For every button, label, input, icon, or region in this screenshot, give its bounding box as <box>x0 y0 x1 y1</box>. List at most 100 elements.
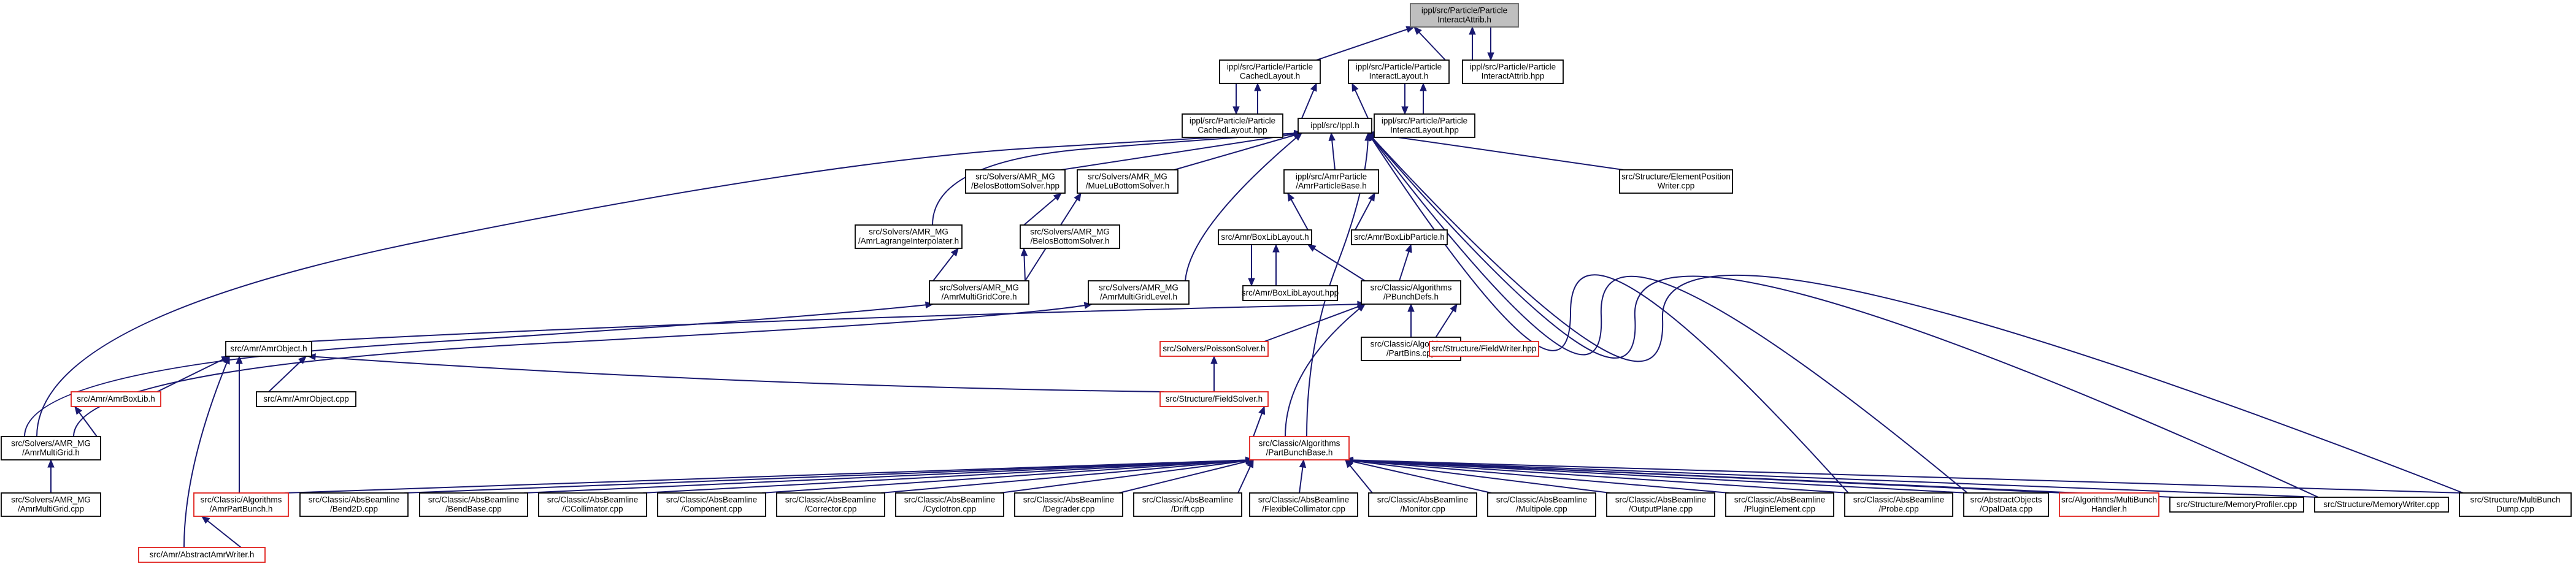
file-node-bend2d[interactable]: src/Classic/AbsBeamline/Bend2D.cpp <box>299 492 409 517</box>
file-node-belosbottom_h[interactable]: src/Solvers/AMR_MG/BelosBottomSolver.h <box>1020 224 1120 249</box>
node-label-line: src/Classic/AbsBeamline <box>1853 495 1945 505</box>
file-node-outputplane[interactable]: src/Classic/AbsBeamline/OutputPlane.cpp <box>1606 492 1715 517</box>
file-node-abstractamrwriter_h[interactable]: src/Amr/AbstractAmrWriter.h <box>138 547 266 563</box>
file-node-drift[interactable]: src/Classic/AbsBeamline/Drift.cpp <box>1133 492 1242 517</box>
file-node-amrboxlibparticle_h[interactable]: src/Amr/BoxLibParticle.h <box>1351 229 1448 245</box>
file-node-component[interactable]: src/Classic/AbsBeamline/Component.cpp <box>657 492 766 517</box>
file-node-opaldata[interactable]: src/AbstractObjects/OpalData.cpp <box>1963 492 2049 517</box>
file-node-amrparticlebase_h[interactable]: ippl/src/AmrParticle/AmrParticleBase.h <box>1283 169 1379 194</box>
file-node-fieldsolver_h[interactable]: src/Structure/FieldSolver.h <box>1159 391 1269 407</box>
file-node-memorywriter[interactable]: src/Structure/MemoryWriter.cpp <box>2314 497 2449 513</box>
file-node-ippl_h[interactable]: ippl/src/Ippl.h <box>1298 118 1372 134</box>
node-label-line: src/Classic/AbsBeamline <box>1734 495 1826 505</box>
file-node-amrpartbunch_h[interactable]: src/Classic/Algorithms/AmrPartBunch.h <box>193 492 289 517</box>
arrowhead <box>1356 304 1366 312</box>
node-label-line: /AmrParticleBase.h <box>1296 181 1367 191</box>
node-label-line: /AmrMultiGrid.cpp <box>18 505 84 514</box>
include-edge-abstractamrwriter_h-to-amrobject_h <box>183 355 230 548</box>
arrowhead <box>1210 355 1218 364</box>
node-label-line: /Drift.cpp <box>1171 505 1204 514</box>
file-node-pbunchdefs_h[interactable]: src/Classic/Algorithms/PBunchDefs.h <box>1361 280 1461 305</box>
node-layer: ippl/src/Particle/ParticleInteractAttrib… <box>1 3 2572 563</box>
node-label-line: src/Structure/MemoryProfiler.cpp <box>2177 500 2297 509</box>
file-node-bendbase[interactable]: src/Classic/AbsBeamline/BendBase.cpp <box>419 492 528 517</box>
node-label-line: src/Classic/AbsBeamline <box>1142 495 1234 505</box>
file-node-ccollimator[interactable]: src/Classic/AbsBeamline/CCollimator.cpp <box>538 492 647 517</box>
file-node-memoryprofiler[interactable]: src/Structure/MemoryProfiler.cpp <box>2169 497 2304 513</box>
edge-line <box>24 304 934 437</box>
node-label-line: InteractLayout.hpp <box>1390 126 1459 135</box>
node-box <box>1361 280 1461 305</box>
file-node-amrboxlib_h[interactable]: src/Amr/AmrBoxLib.h <box>71 391 161 407</box>
edge-line <box>1061 132 1302 170</box>
arrowhead <box>1413 26 1422 36</box>
node-label-line: /Multipole.cpp <box>1516 505 1567 514</box>
node-box <box>256 391 356 407</box>
file-node-amrmgcore_h[interactable]: src/Solvers/AMR_MG/AmrMultiGridCore.h <box>929 280 1029 305</box>
node-box <box>1844 492 1953 517</box>
include-edge-amrboxlibparticle_h-to-amrparticlebase_h <box>1355 192 1375 231</box>
node-label-line: /AmrPartBunch.h <box>210 505 273 514</box>
file-node-corrector[interactable]: src/Classic/AbsBeamline/Corrector.cpp <box>776 492 885 517</box>
file-node-poissonsolver_h[interactable]: src/Solvers/PoissonSolver.h <box>1159 341 1269 357</box>
arrowhead <box>1328 132 1336 142</box>
edge-line <box>1345 459 1968 494</box>
file-node-degrader[interactable]: src/Classic/AbsBeamline/Degrader.cpp <box>1014 492 1123 517</box>
file-node-probe[interactable]: src/Classic/AbsBeamline/Probe.cpp <box>1844 492 1953 517</box>
file-node-amrmg_h[interactable]: src/Solvers/AMR_MG/AmrMultiGrid.h <box>1 436 101 460</box>
file-node-interactattrib_hpp[interactable]: ippl/src/Particle/ParticleInteractAttrib… <box>1462 59 1564 84</box>
node-label-line: /AmrMultiGridCore.h <box>941 292 1017 302</box>
node-label-line: src/Solvers/AMR_MG <box>11 439 91 448</box>
node-label-line: src/Classic/AbsBeamline <box>1377 495 1469 505</box>
arrowhead <box>1367 132 1376 142</box>
file-node-belosbottom_hpp[interactable]: src/Solvers/AMR_MG/BelosBottomSolver.hpp <box>965 169 1066 194</box>
file-node-muelubottom_h[interactable]: src/Solvers/AMR_MG/MueLuBottomSolver.h <box>1077 169 1178 194</box>
node-box <box>2169 497 2304 513</box>
file-node-multipole[interactable]: src/Classic/AbsBeamline/Multipole.cpp <box>1487 492 1596 517</box>
file-node-cachedlayout_hpp[interactable]: ippl/src/Particle/ParticleCachedLayout.h… <box>1182 113 1283 138</box>
node-label-line: Dump.cpp <box>2496 505 2534 514</box>
file-node-amrmglevel_h[interactable]: src/Solvers/AMR_MG/AmrMultiGridLevel.h <box>1088 280 1190 305</box>
include-edge-bend2d-to-partbunchbase_h <box>404 456 1255 494</box>
file-node-cyclotron[interactable]: src/Classic/AbsBeamline/Cyclotron.cpp <box>895 492 1004 517</box>
include-edge-fieldsolver_h-to-amrobject_h <box>307 353 1164 392</box>
file-node-interactlayout_hpp[interactable]: ippl/src/Particle/ParticleInteractLayout… <box>1374 113 1475 138</box>
node-label-line: /Degrader.cpp <box>1043 505 1095 514</box>
file-node-amrboxliblayout_h[interactable]: src/Amr/BoxLibLayout.h <box>1218 229 1312 245</box>
node-label-line: /Cyclotron.cpp <box>923 505 976 514</box>
edge-line <box>642 459 1254 494</box>
node-label-line: CachedLayout.h <box>1240 72 1300 81</box>
file-node-fieldwriter_hpp[interactable]: src/Structure/FieldWriter.hpp <box>1429 341 1539 357</box>
node-box <box>1219 59 1321 84</box>
include-edge-cachedlayout_h-to-root <box>1316 26 1415 61</box>
edge-line <box>36 132 1302 437</box>
include-edge-memorywriter-to-ippl_h <box>1367 132 2319 498</box>
node-box <box>1 492 101 517</box>
node-label-line: src/Classic/AbsBeamline <box>666 495 758 505</box>
file-node-amrmg_cpp[interactable]: src/Solvers/AMR_MG/AmrMultiGrid.cpp <box>1 492 101 517</box>
file-node-interactlayout_h[interactable]: ippl/src/Particle/ParticleInteractLayout… <box>1348 59 1450 84</box>
file-node-monitor[interactable]: src/Classic/AbsBeamline/Monitor.cpp <box>1368 492 1477 517</box>
file-node-pluginelement[interactable]: src/Classic/AbsBeamline/PluginElement.cp… <box>1725 492 1834 517</box>
file-node-amrlagrange_h[interactable]: src/Solvers/AMR_MG/AmrLagrangeInterpolat… <box>855 224 963 249</box>
node-label-line: /AmrMultiGrid.h <box>22 448 80 457</box>
file-node-amrobject_cpp[interactable]: src/Amr/AmrObject.cpp <box>256 391 356 407</box>
include-edge-interactlayout_h-to-interactlayout_hpp <box>1401 83 1409 115</box>
node-box <box>1606 492 1715 517</box>
node-label-line: src/Classic/AbsBeamline <box>904 495 996 505</box>
node-label-line: /Bend2D.cpp <box>330 505 378 514</box>
file-node-amrobject_h[interactable]: src/Amr/AmrObject.h <box>225 341 312 357</box>
include-edge-interactlayout_hpp-to-interactlayout_h <box>1420 82 1427 114</box>
node-box <box>776 492 885 517</box>
arrowhead <box>1053 193 1062 201</box>
include-edge-abstractamrwriter_h-to-amrpartbunch_h <box>201 516 242 548</box>
file-node-partbunchbase_h[interactable]: src/Classic/Algorithms/PartBunchBase.h <box>1249 436 1350 460</box>
node-label-line: src/Classic/Algorithms <box>1259 439 1340 448</box>
edge-line <box>1367 132 1624 170</box>
file-node-flexcoll[interactable]: src/Classic/AbsBeamline/FlexibleCollimat… <box>1249 492 1358 517</box>
file-node-amrboxliblayout_hpp[interactable]: src/Amr/BoxLibLayout.hpp <box>1242 285 1339 301</box>
